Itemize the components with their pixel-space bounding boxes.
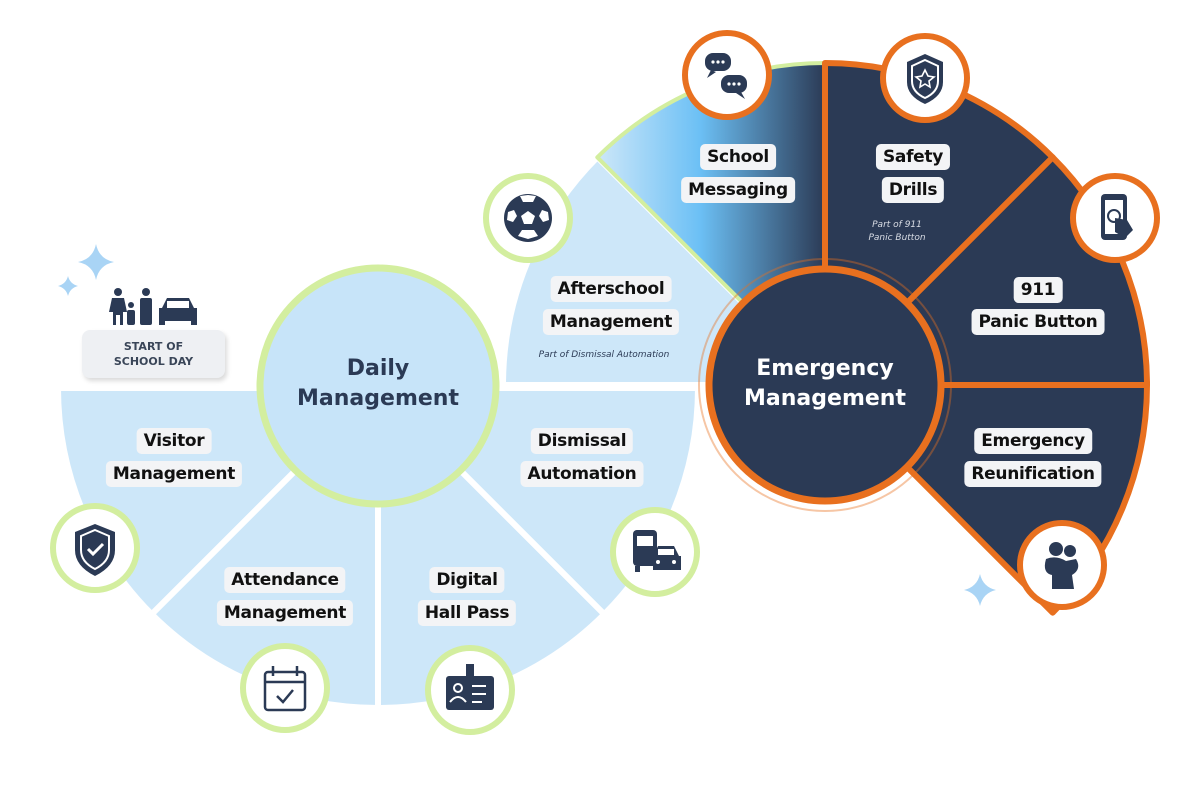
family-car-icon [109,288,197,325]
safety-drills-label: Safety [875,144,951,170]
calendar-check-icon [240,643,330,733]
sparkle-icon [78,244,114,280]
attendance-management-label: Management [216,600,354,626]
start-line2: SCHOOL DAY [113,355,194,368]
soccer-ball-icon [483,173,573,263]
emergency-reunification-label: Emergency [974,428,1092,454]
sparkle-icon [58,276,78,296]
emergency-reunification-label: Reunification [964,461,1102,487]
digital-hall-pass-label: Hall Pass [417,600,517,626]
bus-car-icon [610,507,700,597]
daily-title-line1: Daily [346,356,410,381]
sparkle-icon [964,574,996,606]
daily-management-hub [256,264,500,508]
afterschool-management-label: Afterschool [550,276,672,302]
school-messaging-label: Messaging [681,177,795,203]
emergency-title-line1: Emergency [756,356,894,381]
digital-hall-pass-label: Digital [429,567,505,593]
police-badge-icon [880,33,970,123]
dismissal-automation-label: Automation [520,461,644,487]
panic-button-label: Panic Button [971,309,1105,335]
id-badge-icon [425,645,515,735]
safety-drills-note: Panic Button [868,233,926,243]
visitor-management-label: Visitor [136,428,212,454]
chat-bubbles-icon [682,30,772,120]
panic-button-label: 911 [1013,277,1063,303]
emergency-management-hub [705,265,945,505]
emergency-management-title: Emergency Management [744,354,906,414]
dismissal-automation-label: Dismissal [530,428,634,454]
school-messaging-label: School [700,144,776,170]
afterschool-management-label: Management [542,309,680,335]
hug-icon [1017,520,1107,610]
phone-tap-icon [1070,173,1160,263]
daily-management-title: Daily Management [297,354,459,414]
afterschool-note: Part of Dismissal Automation [538,350,670,360]
start-line1: START OF [123,340,184,353]
safety-drills-note: Part of 911 [872,220,922,230]
visitor-management-label: Management [105,461,243,487]
daily-title-line2: Management [297,386,459,411]
start-of-school-day-label: START OF SCHOOL DAY [82,330,225,378]
shield-check-icon [50,503,140,593]
emergency-title-line2: Management [744,386,906,411]
attendance-management-label: Attendance [224,567,346,593]
safety-drills-label: Drills [881,177,945,203]
